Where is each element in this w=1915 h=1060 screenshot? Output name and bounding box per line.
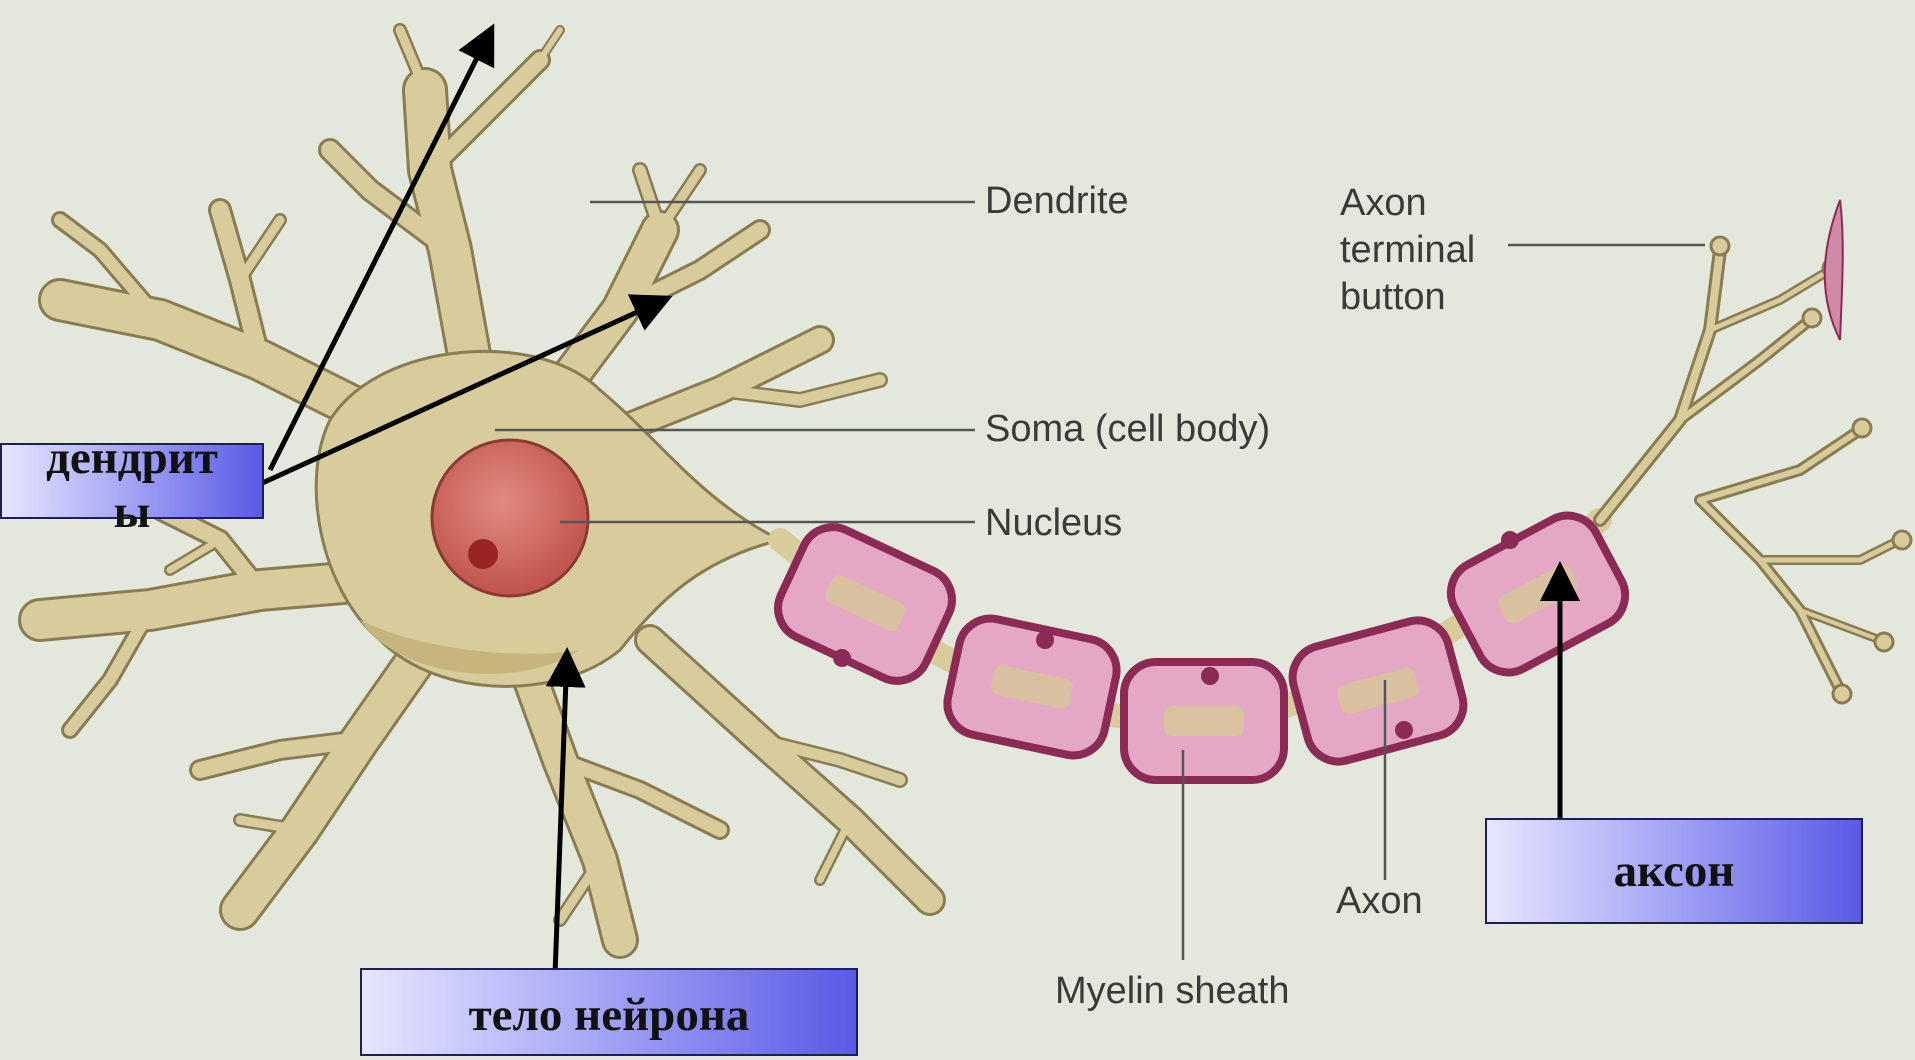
callout-axon: аксон [1485, 818, 1863, 924]
callout-axon-text: аксон [1487, 820, 1861, 922]
label-dendrite: Dendrite [985, 178, 1129, 225]
nucleolus [468, 539, 498, 569]
label-nucleus: Nucleus [985, 500, 1122, 547]
label-axon: Axon [1336, 878, 1423, 925]
callout-cell-body-text: тело нейрона [362, 970, 856, 1060]
callout-dendrites-line2: ы [2, 485, 262, 539]
label-soma: Soma (cell body) [985, 406, 1270, 453]
label-axon-terminal-line1: Axon [1340, 180, 1475, 227]
target-cell [1825, 200, 1843, 340]
callout-cell-body: тело нейрона [360, 968, 858, 1056]
label-myelin-sheath: Myelin sheath [1055, 968, 1289, 1015]
callout-dendrites: дендрит ы [0, 443, 264, 519]
label-axon-terminal-line3: button [1340, 274, 1475, 321]
nucleus [432, 440, 588, 596]
callout-dendrites-line1: дендрит [2, 431, 262, 485]
label-axon-terminal-button: Axon terminal button [1340, 180, 1475, 321]
label-axon-terminal-line2: terminal [1340, 227, 1475, 274]
